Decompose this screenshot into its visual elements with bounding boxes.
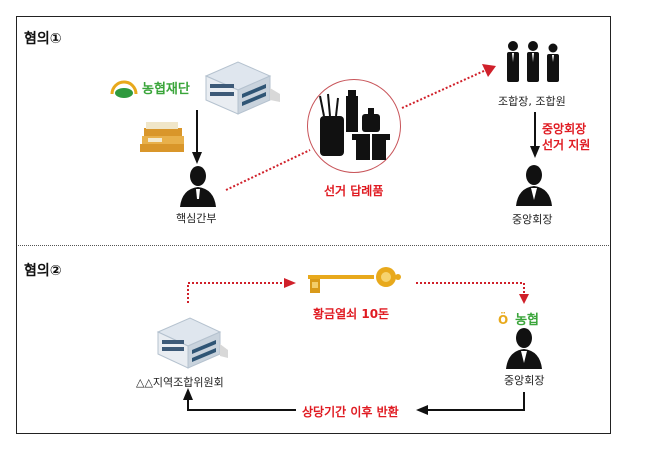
section-2-label: 혐의②: [24, 263, 62, 279]
nh-foundation-logo: 농협재단: [110, 76, 205, 98]
chairman-2-silhouette-icon: [504, 327, 544, 373]
nh-logo-icon: [110, 80, 138, 98]
foundation-name: 농협재단: [142, 82, 190, 97]
official-label: 핵심간부: [176, 212, 217, 225]
chairman-label-2: 중앙회장: [504, 374, 545, 387]
gifts-label: 선거 답례품: [324, 184, 384, 198]
members-group-icon: [503, 40, 565, 88]
support-label-line2: 선거 지원: [542, 138, 591, 152]
nh-emblem-icon: Ö: [498, 313, 509, 327]
nh-logo-text: 농협: [515, 313, 540, 328]
members-label: 조합장, 조합원: [498, 95, 566, 108]
chairman-label-1: 중앙회장: [512, 213, 553, 226]
return-label: 상당기간 이후 반환: [302, 405, 399, 419]
gifts-icon: [319, 90, 390, 160]
chairman-silhouette-icon: [514, 164, 554, 210]
section-1-label: 혐의①: [24, 31, 62, 47]
golden-key-icon: [306, 267, 402, 301]
gifts-circle: [307, 79, 401, 173]
support-arrow: [530, 112, 540, 162]
committee-building-icon: [156, 316, 228, 376]
money-stack-icon: [138, 122, 190, 162]
key-label: 황금열쇠 10돈: [313, 307, 390, 321]
section-1-frame: [16, 16, 611, 246]
building-icon: [200, 58, 280, 122]
support-label-line1: 중앙회장: [542, 122, 587, 136]
section-2-frame: [16, 245, 611, 434]
person-silhouette-icon: [178, 165, 218, 211]
fund-arrow: [192, 110, 202, 168]
committee-label: △△지역조합위원회: [136, 376, 224, 389]
nh-logo: Ö 농협: [498, 309, 539, 328]
section-divider: [16, 245, 611, 246]
